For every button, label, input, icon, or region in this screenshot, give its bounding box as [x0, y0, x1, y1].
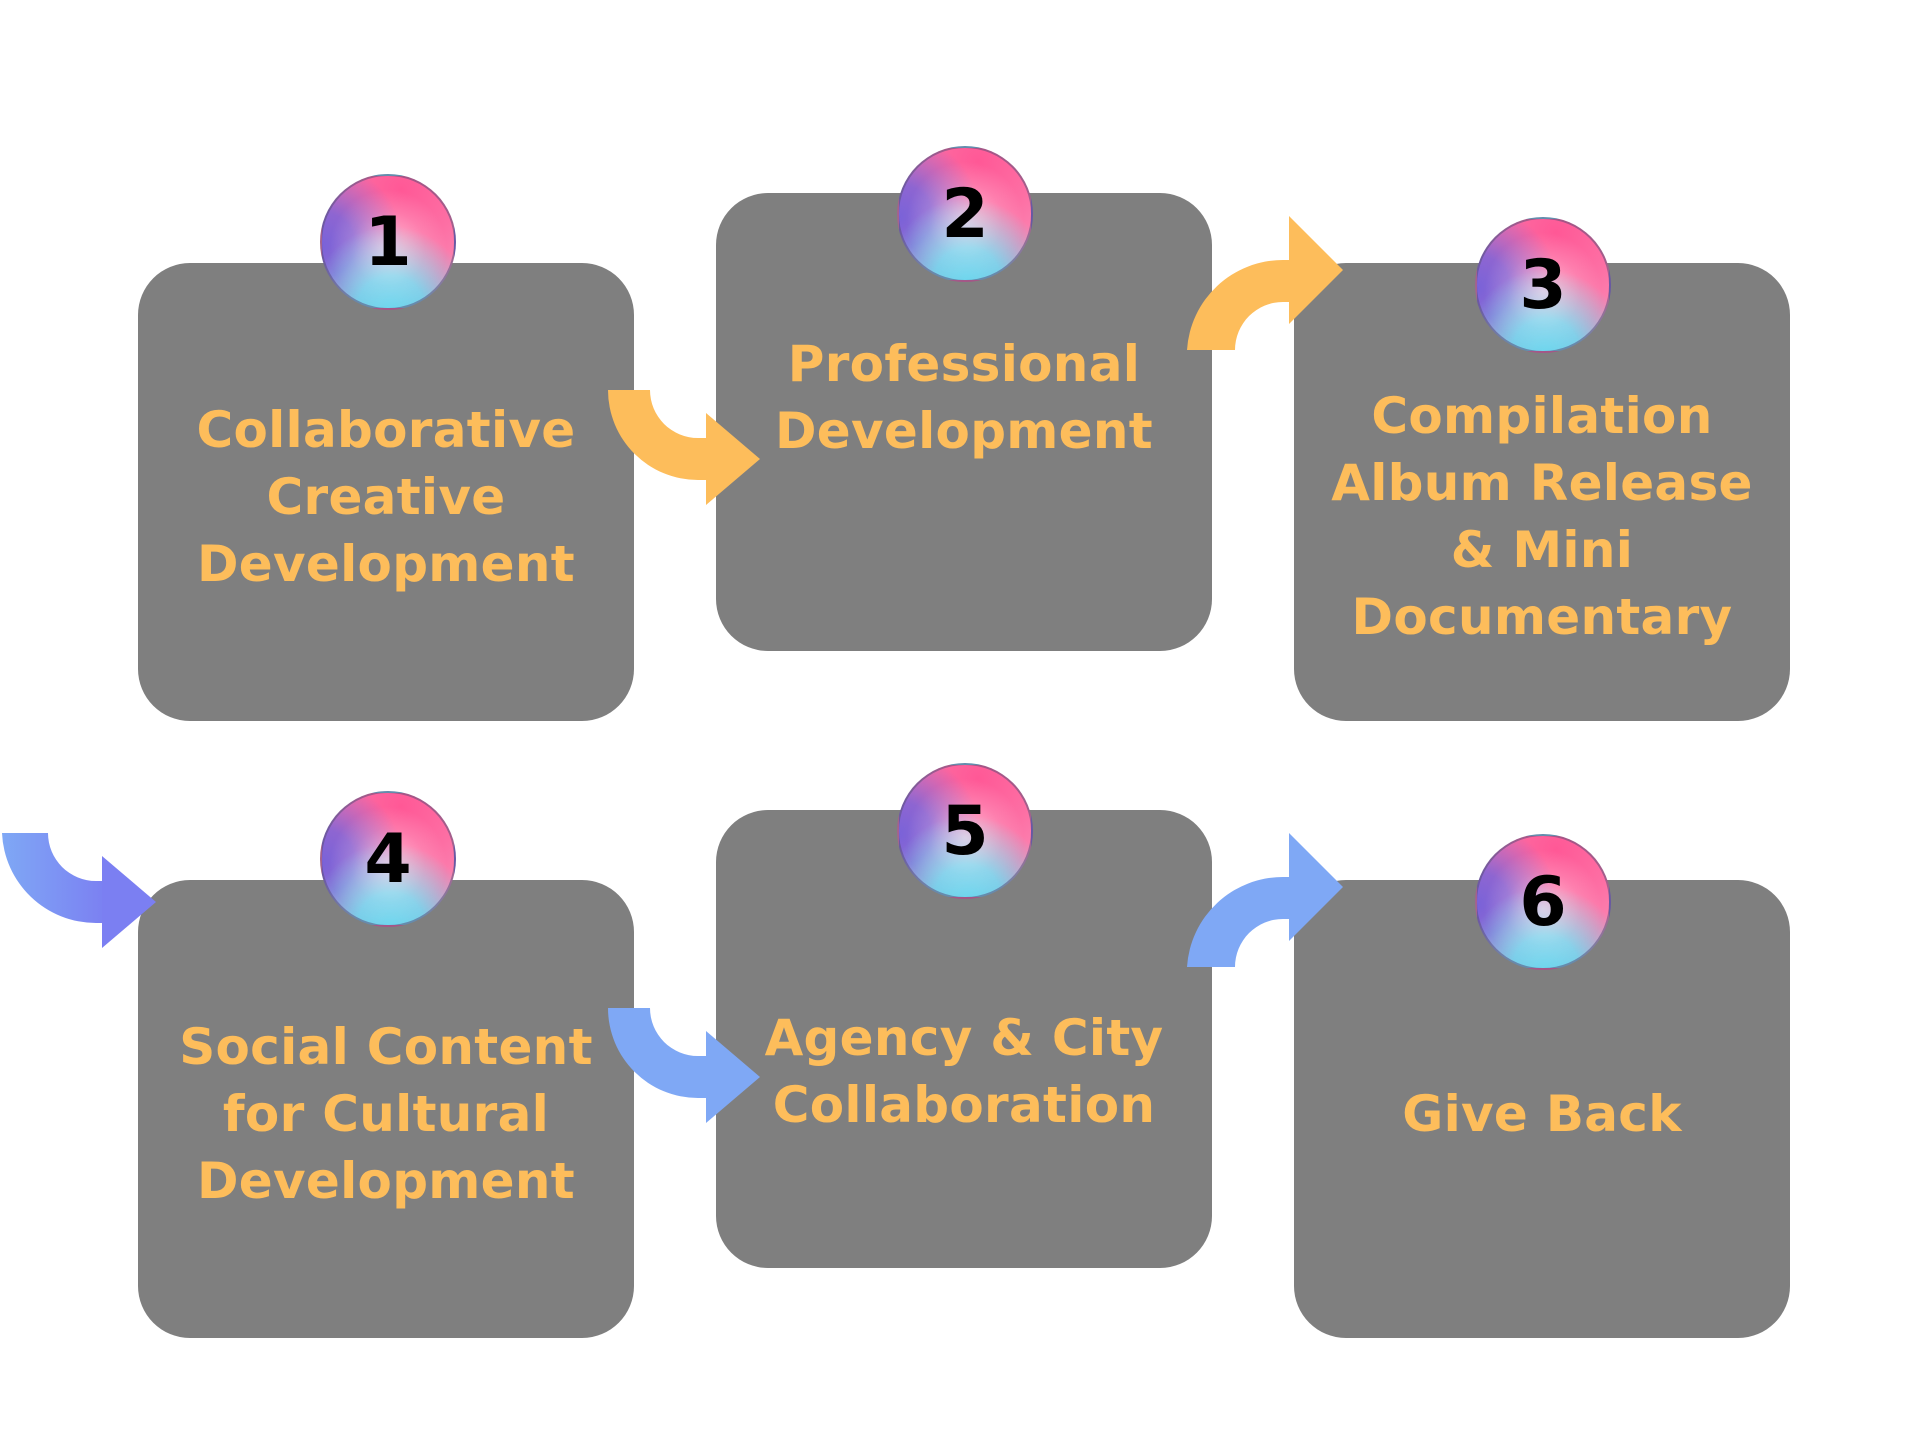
curved-arrow-down-right-icon — [2, 833, 156, 948]
step-1-label: Collaborative Creative Development — [196, 400, 576, 593]
step-6-label: Give Back — [1402, 1084, 1682, 1143]
step-6-number: 6 — [1519, 863, 1567, 942]
step-2-label: Professional Development — [774, 335, 1153, 460]
step-4-badge: 4 — [320, 791, 456, 927]
step-5-label: Agency & City Collaboration — [764, 1009, 1164, 1134]
step-5-badge: 5 — [897, 763, 1033, 899]
step-3-badge: 3 — [1475, 217, 1611, 353]
step-1-box: Collaborative Creative Development — [138, 263, 634, 721]
curved-arrow-down-right-icon — [608, 390, 760, 505]
step-4-box: Social Content for Cultural Development — [138, 880, 634, 1338]
step-1-number: 1 — [364, 203, 412, 282]
step-2-number: 2 — [941, 175, 989, 254]
curved-arrow-up-right-icon — [1187, 216, 1343, 350]
curved-arrow-up-right-icon — [1187, 833, 1343, 967]
step-5-number: 5 — [941, 792, 989, 871]
step-1-badge: 1 — [320, 174, 456, 310]
curved-arrow-down-right-icon — [608, 1008, 760, 1123]
step-6-badge: 6 — [1475, 834, 1611, 970]
step-3-label: Compilation Album Release & Mini Documen… — [1331, 387, 1753, 646]
step-4-number: 4 — [364, 820, 412, 899]
step-4-label: Social Content for Cultural Development — [179, 1017, 593, 1210]
step-3-number: 3 — [1519, 246, 1567, 325]
step-2-badge: 2 — [897, 146, 1033, 282]
